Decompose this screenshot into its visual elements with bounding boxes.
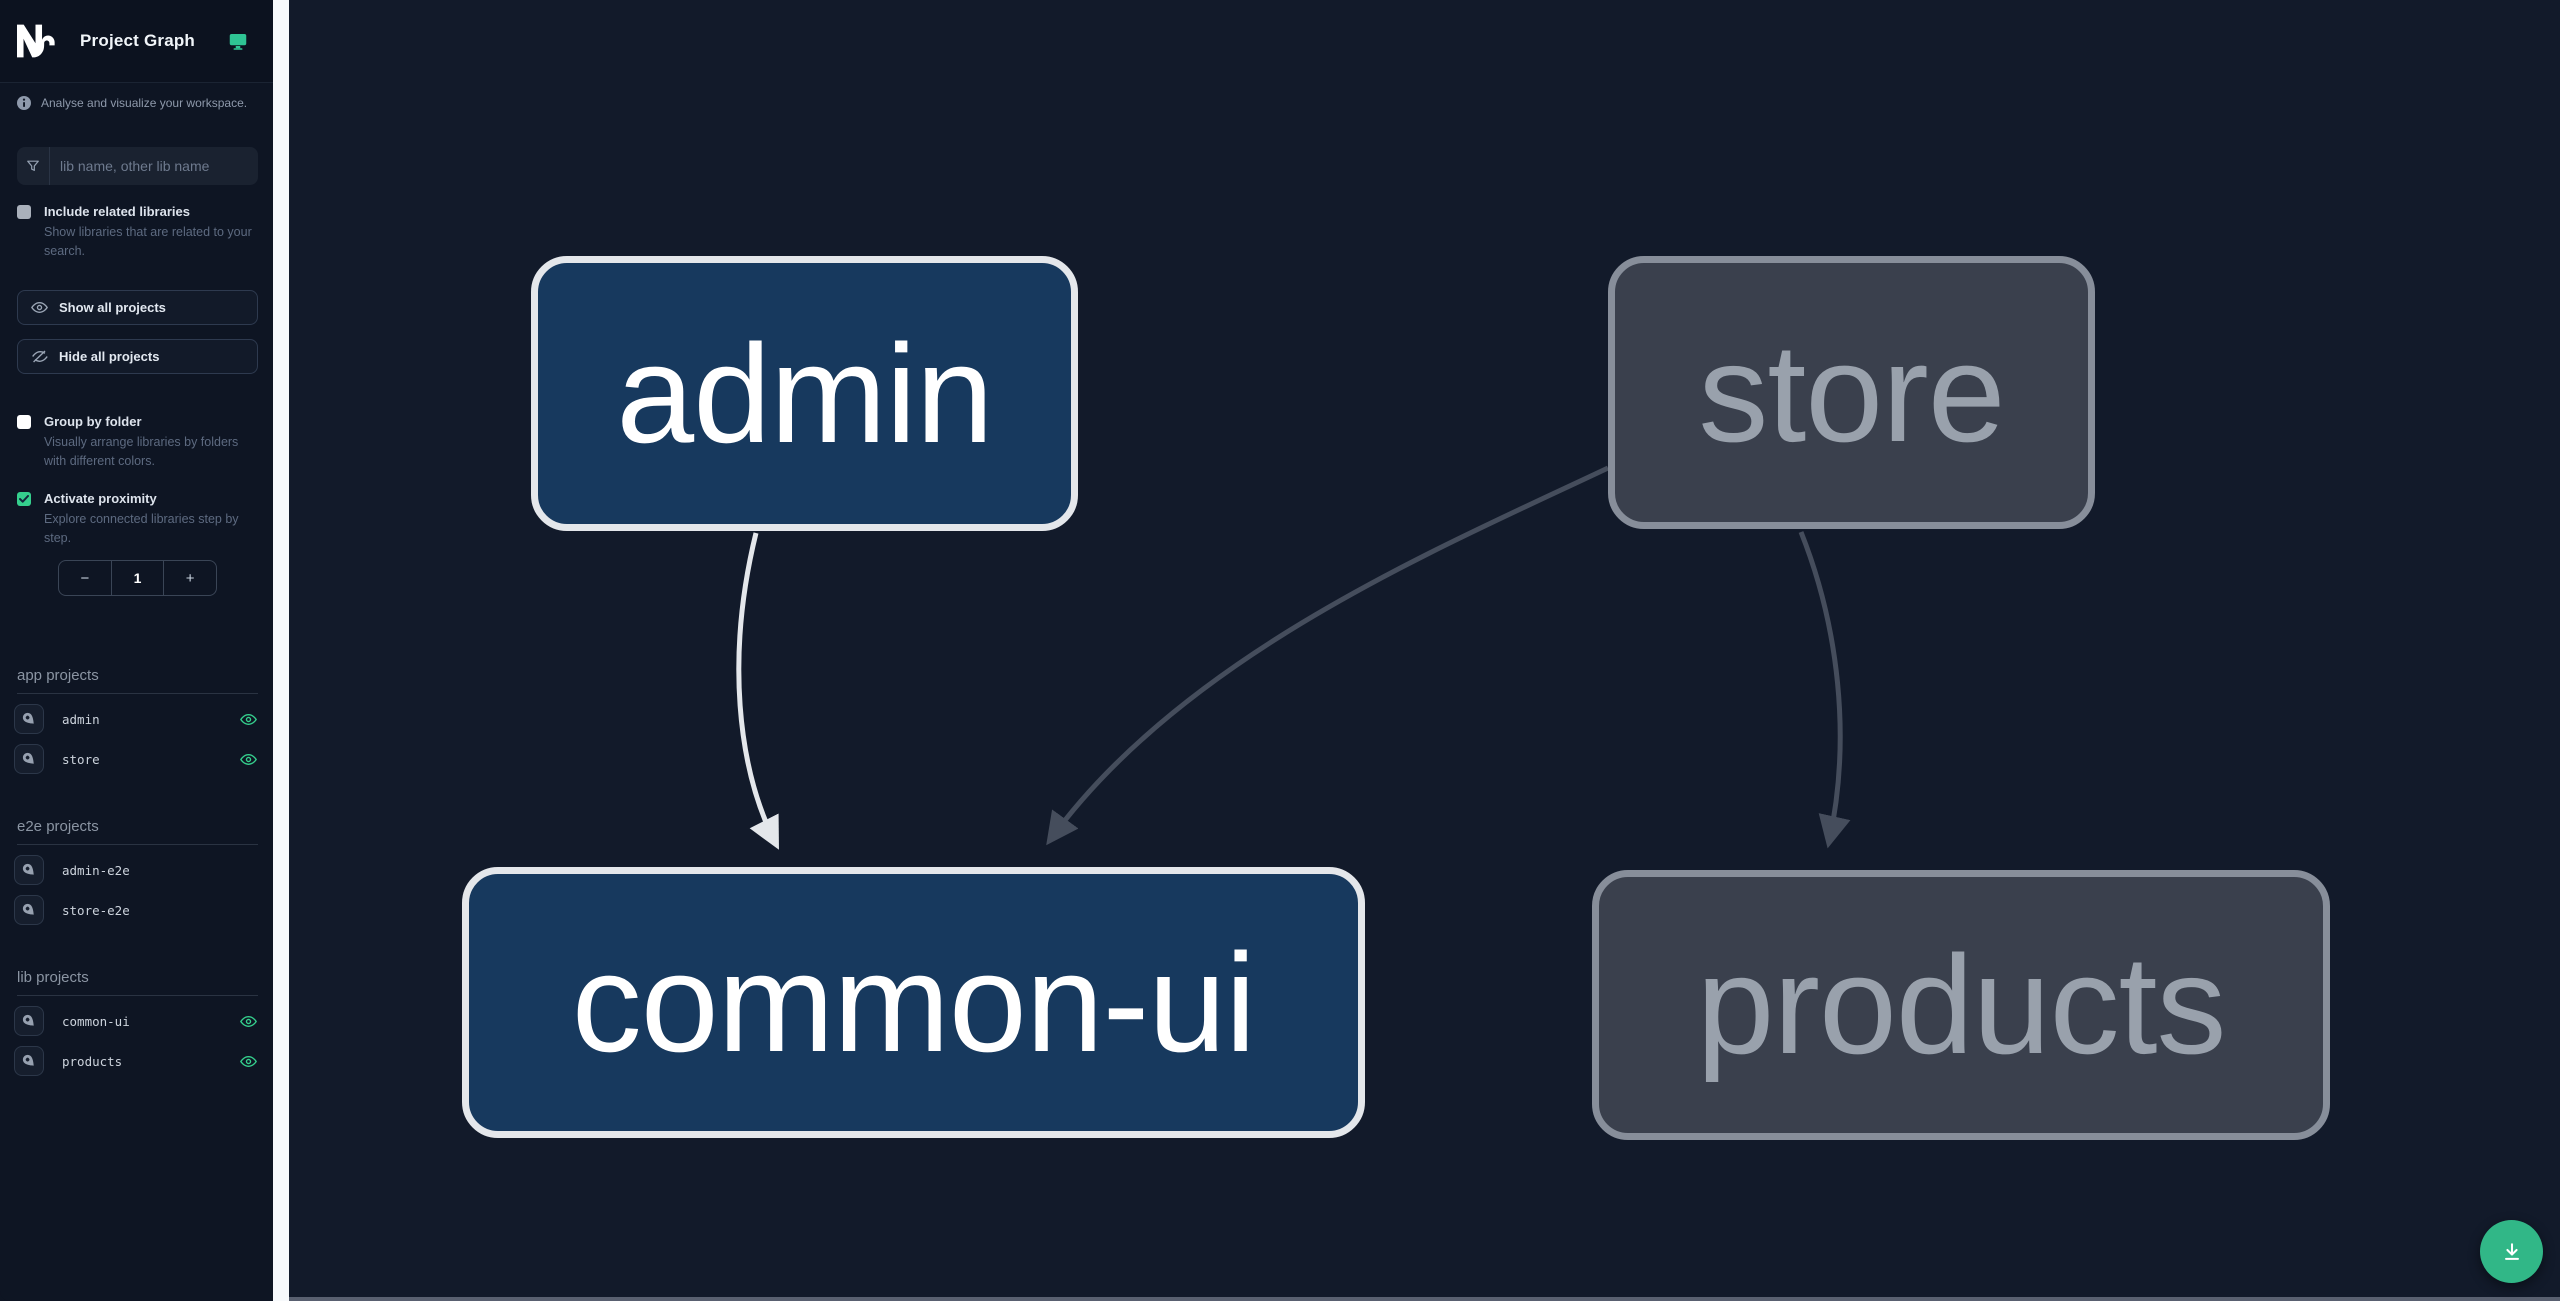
- toggle-visibility-eye-icon[interactable]: [238, 1011, 258, 1031]
- focus-project-button[interactable]: [14, 744, 44, 774]
- graph-node-common-ui[interactable]: common-ui: [462, 867, 1365, 1138]
- show-all-label: Show all projects: [59, 300, 166, 315]
- section-lib-projects: lib projects common-ui: [0, 969, 273, 1076]
- project-name[interactable]: products: [62, 1053, 123, 1069]
- checkbox-label: Include related libraries: [44, 204, 190, 219]
- graph-node-store[interactable]: store: [1608, 256, 2095, 529]
- sidebar-resize-handle[interactable]: [273, 0, 289, 1301]
- sidebar-header: Project Graph: [0, 0, 273, 83]
- proximity-stepper: − 1 +: [58, 560, 217, 596]
- download-icon: [2504, 1242, 2519, 1260]
- edge-store-to-products[interactable]: [1798, 531, 1851, 849]
- section-title: app projects: [17, 667, 258, 694]
- activate-proximity-checkbox-row: Activate proximity Explore connected lib…: [0, 491, 273, 547]
- map-pin-icon: [22, 1014, 34, 1026]
- map-pin-icon: [22, 712, 34, 724]
- tagline-text: Analyse and visualize your workspace.: [41, 96, 248, 110]
- search-input[interactable]: [50, 147, 258, 185]
- graph-node-admin[interactable]: admin: [531, 256, 1078, 531]
- page-title: Project Graph: [80, 31, 196, 50]
- checkbox-label: Activate proximity: [44, 491, 157, 506]
- node-label: store: [1698, 313, 2005, 471]
- project-row-store-e2e: store-e2e: [14, 895, 258, 925]
- map-pin-icon: [22, 863, 34, 875]
- checkbox-description: Show libraries that are related to your …: [44, 225, 252, 258]
- group-by-folder-checkbox[interactable]: [17, 415, 31, 429]
- edge-admin-to-common-ui[interactable]: [736, 532, 779, 850]
- sidebar: Project Graph Analyse and visualize your…: [0, 0, 273, 1301]
- map-pin-icon: [22, 903, 34, 915]
- theme-monitor-icon[interactable]: [229, 31, 249, 51]
- project-name[interactable]: admin-e2e: [62, 862, 130, 878]
- eye-slash-icon: [32, 350, 48, 363]
- checkbox-label: Group by folder: [44, 414, 142, 429]
- focus-project-button[interactable]: [14, 1046, 44, 1076]
- focus-project-button[interactable]: [14, 704, 44, 734]
- proximity-value: 1: [133, 570, 142, 586]
- project-row-admin-e2e: admin-e2e: [14, 855, 258, 885]
- toggle-visibility-eye-icon[interactable]: [238, 709, 258, 729]
- hide-all-label: Hide all projects: [59, 349, 160, 364]
- group-by-folder-checkbox-row: Group by folder Visually arrange librari…: [0, 414, 273, 470]
- section-title: lib projects: [17, 969, 258, 996]
- info-icon: [17, 96, 31, 110]
- project-name[interactable]: store: [62, 751, 100, 767]
- node-label: products: [1696, 926, 2227, 1083]
- nx-logo: [17, 24, 55, 58]
- monitor-icon: [229, 33, 247, 50]
- edge-store-to-common-ui[interactable]: [1046, 465, 1610, 846]
- section-e2e-projects: e2e projects admin-e2e: [0, 818, 273, 925]
- focus-project-button[interactable]: [14, 1006, 44, 1036]
- map-pin-icon: [22, 752, 34, 764]
- search-box: [17, 147, 258, 185]
- project-name[interactable]: store-e2e: [62, 902, 130, 918]
- include-related-checkbox[interactable]: [17, 205, 31, 219]
- project-name[interactable]: common-ui: [62, 1013, 130, 1029]
- workspace-tagline: Analyse and visualize your workspace.: [0, 96, 273, 110]
- project-name[interactable]: admin: [62, 711, 100, 727]
- map-pin-icon: [22, 1054, 34, 1066]
- toggle-visibility-eye-icon[interactable]: [238, 1051, 258, 1071]
- project-row-products: products: [14, 1046, 258, 1076]
- download-graph-button[interactable]: [2480, 1220, 2543, 1283]
- section-title: e2e projects: [17, 818, 258, 845]
- project-row-admin: admin: [14, 704, 258, 734]
- proximity-increment-button[interactable]: +: [163, 561, 216, 595]
- section-app-projects: app projects admin: [0, 667, 273, 774]
- include-related-checkbox-row: Include related libraries Show libraries…: [0, 204, 273, 260]
- toggle-visibility-eye-icon[interactable]: [238, 749, 258, 769]
- hide-all-projects-button[interactable]: Hide all projects: [17, 339, 258, 374]
- graph-canvas[interactable]: admin store common-ui products: [289, 0, 2560, 1301]
- node-label: common-ui: [571, 923, 1256, 1081]
- project-row-common-ui: common-ui: [14, 1006, 258, 1036]
- checkbox-description: Explore connected libraries step by step…: [44, 512, 239, 545]
- project-row-store: store: [14, 744, 258, 774]
- focus-project-button[interactable]: [14, 855, 44, 885]
- focus-project-button[interactable]: [14, 895, 44, 925]
- graph-node-products[interactable]: products: [1592, 870, 2330, 1140]
- show-all-projects-button[interactable]: Show all projects: [17, 290, 258, 325]
- proximity-decrement-button[interactable]: −: [59, 561, 112, 595]
- activate-proximity-checkbox[interactable]: [17, 492, 31, 506]
- checkbox-description: Visually arrange libraries by folders wi…: [44, 435, 239, 468]
- check-icon: [19, 495, 29, 503]
- node-label: admin: [616, 314, 993, 472]
- dependency-edges: [736, 465, 1851, 850]
- eye-icon: [31, 302, 48, 313]
- filter-icon: [17, 147, 50, 185]
